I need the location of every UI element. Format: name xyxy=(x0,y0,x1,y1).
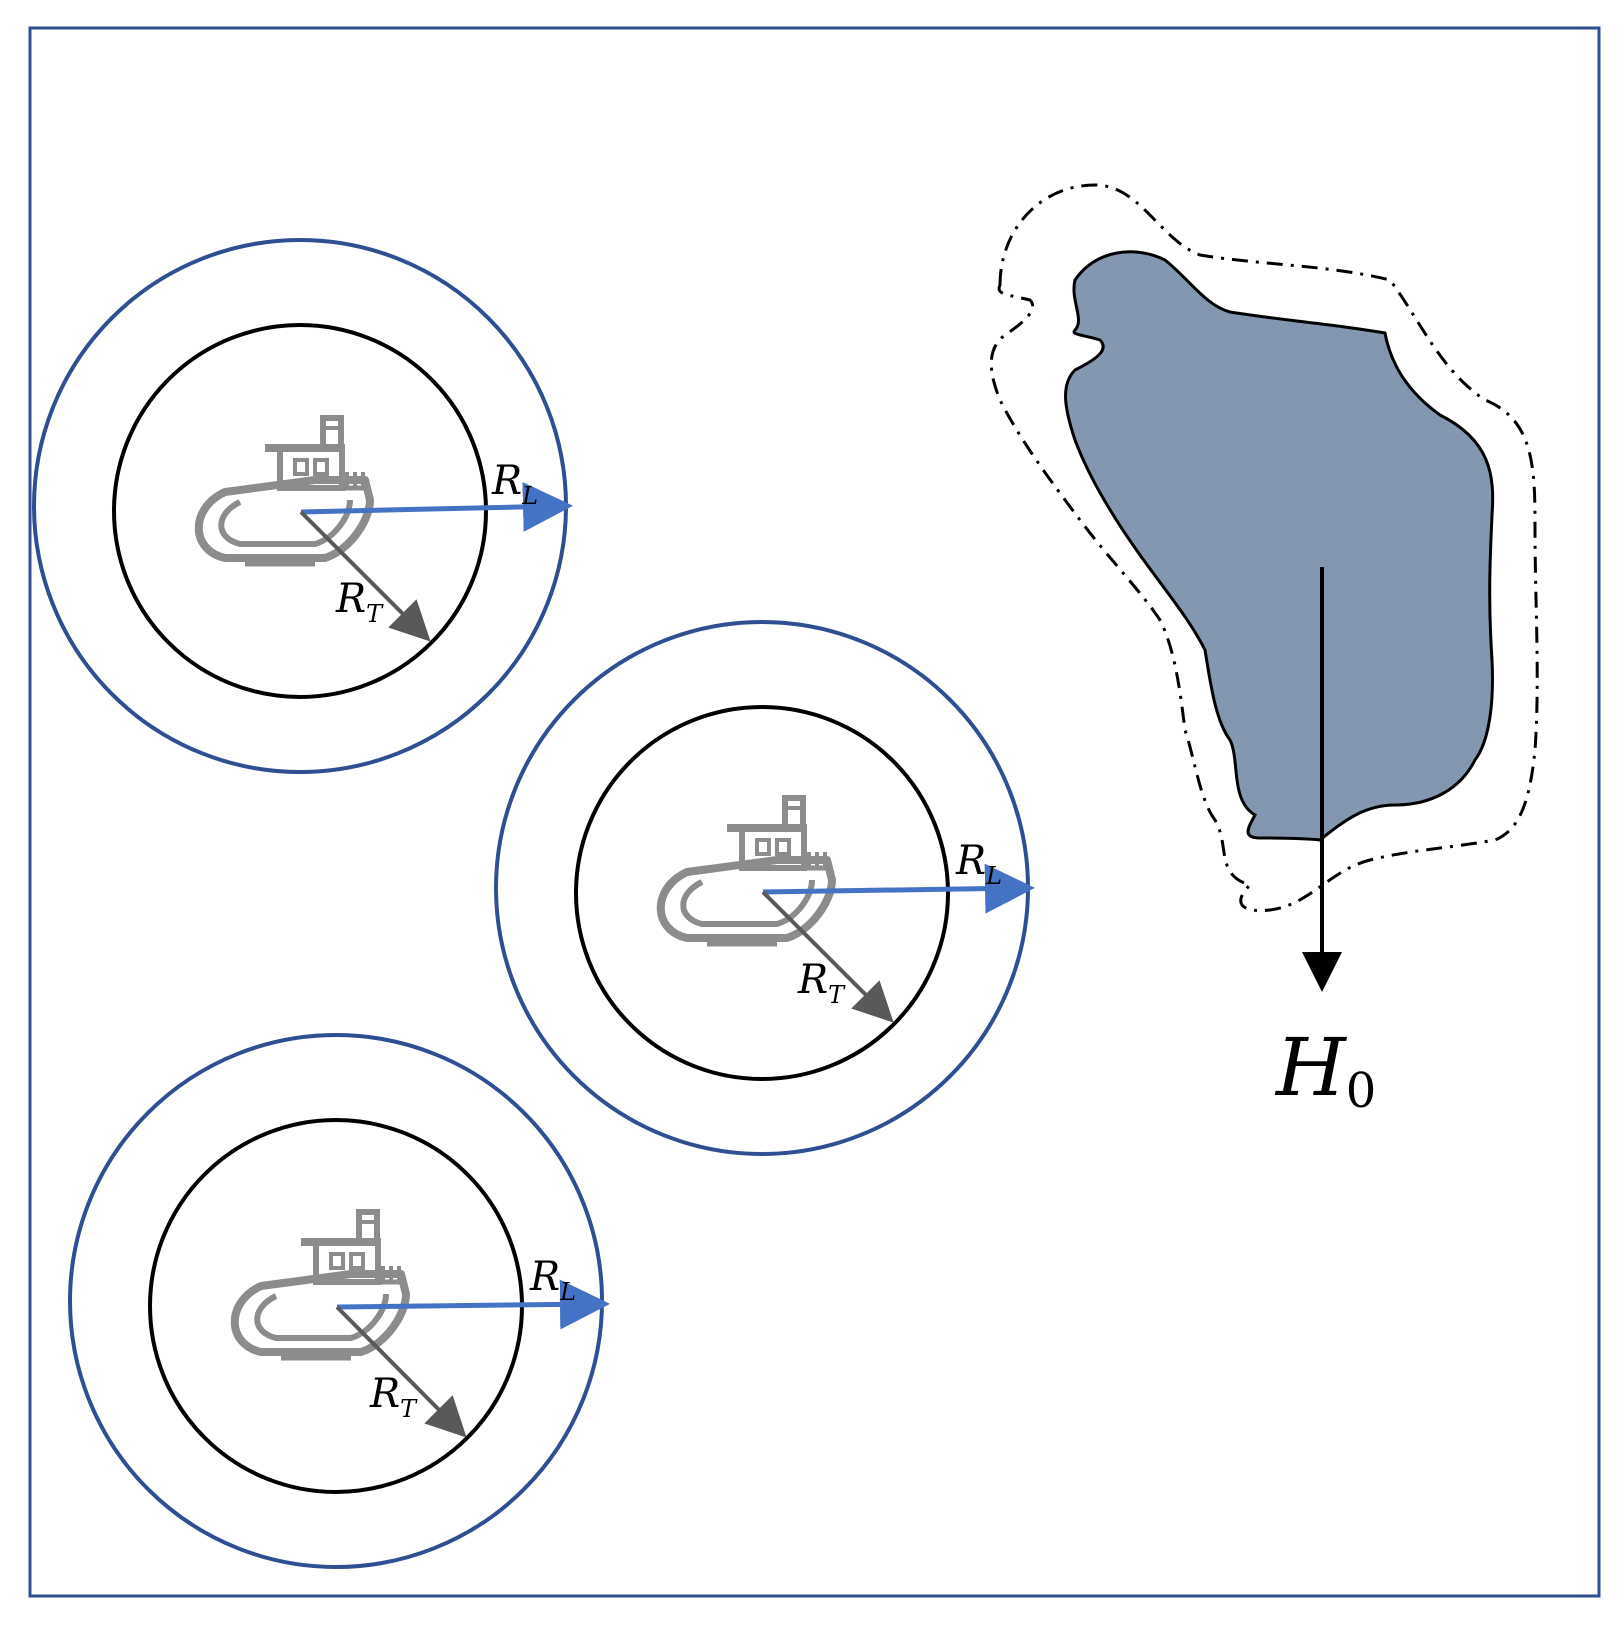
rt-label: RT xyxy=(335,576,384,628)
rl-arrow xyxy=(336,1279,610,1330)
rl-label: RL xyxy=(491,458,538,510)
rt-arrow xyxy=(335,1305,467,1438)
island-landmass xyxy=(1064,250,1495,842)
rt-arrow xyxy=(761,890,894,1023)
boat-icon xyxy=(199,418,370,564)
vessel-group-2: RL RT xyxy=(494,620,1035,1156)
boat-icon xyxy=(661,798,832,944)
rl-arrow xyxy=(300,481,573,532)
island-safety-boundary xyxy=(989,183,1539,913)
island-group: H0 xyxy=(989,183,1539,1119)
rl-label: RL xyxy=(955,838,1002,890)
inner-circle-rt xyxy=(112,323,488,699)
vessel-group-1: RL RT xyxy=(32,238,573,774)
vessel-group-3: RL RT xyxy=(68,1033,610,1569)
boat-icon xyxy=(235,1212,406,1358)
rt-label: RT xyxy=(797,957,846,1009)
rl-arrow xyxy=(762,863,1035,914)
diagram-frame xyxy=(28,26,1601,1598)
rt-label: RT xyxy=(369,1371,418,1423)
rl-label: RL xyxy=(529,1254,576,1306)
rt-arrow xyxy=(299,510,431,642)
h0-label: H0 xyxy=(1274,1021,1376,1119)
inner-circle-rt xyxy=(574,705,950,1081)
